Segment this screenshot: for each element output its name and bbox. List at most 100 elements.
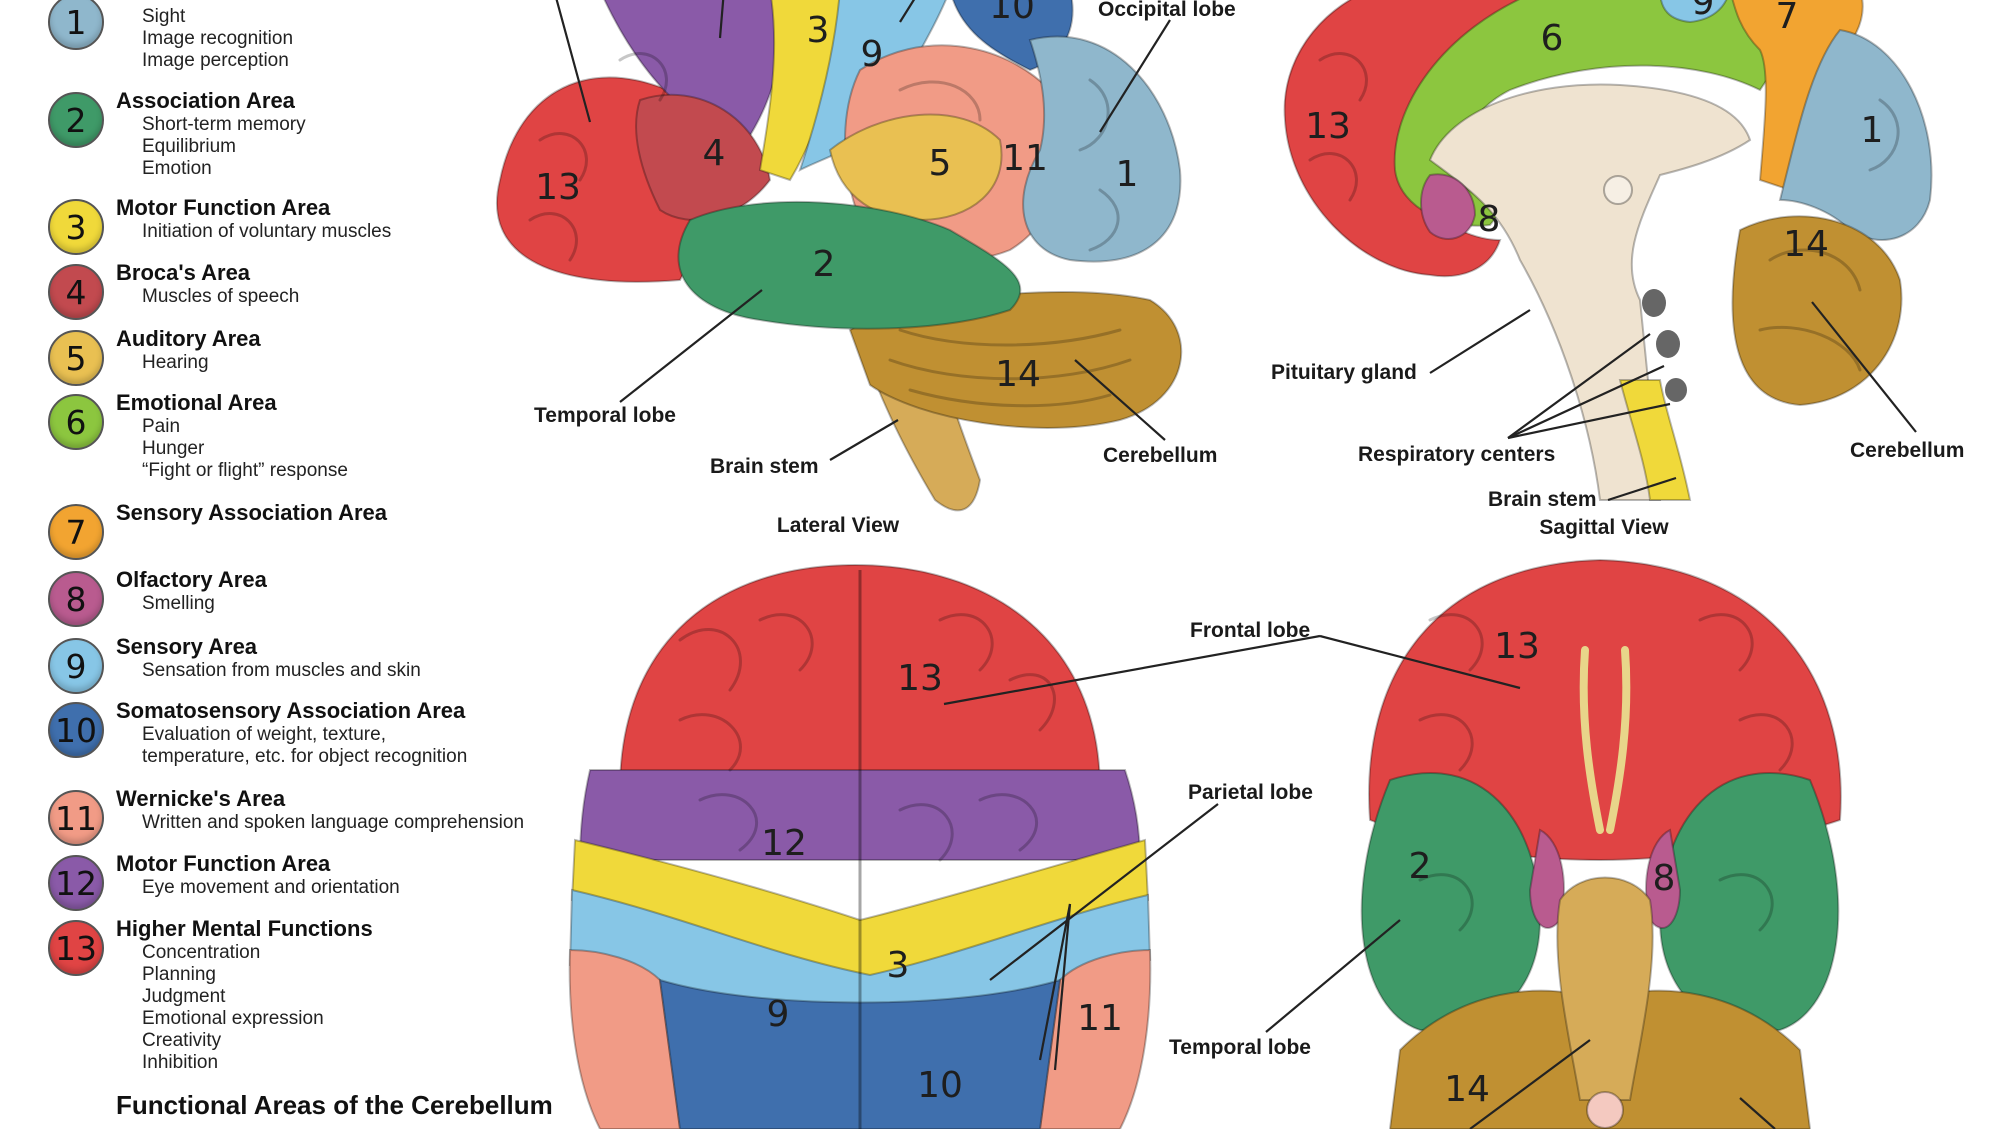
legend-item-description: Eye movement and orientation [142, 877, 400, 899]
leader-line [1507, 333, 1651, 439]
legend-description-line: Inhibition [142, 1052, 219, 1073]
legend-number-badge: 11 [48, 790, 104, 846]
region-number-label: 1 [1116, 154, 1139, 195]
region-number-label: 3 [887, 945, 910, 986]
leader-line [1038, 903, 1072, 1061]
region-number-label: 10 [989, 0, 1035, 27]
legend-description-line: Image perception [142, 50, 289, 71]
legend-item-title: Association Area [116, 88, 295, 113]
sagittal-view-diagram: 13 6 9 7 1 14 8 Pituitary gland Respirat… [1271, 0, 1964, 539]
legend-description-line: Image recognition [142, 28, 294, 49]
legend-item-description: Written and spoken language comprehensio… [142, 812, 524, 834]
legend-description-line: Hearing [142, 352, 209, 373]
legend-description-line: Smelling [142, 593, 215, 614]
sagittal-region-8 [1420, 173, 1477, 240]
legend-number-badge: 1 [48, 0, 104, 50]
label-brain-stem-lateral: Brain stem [710, 455, 819, 478]
legend-description-line: Equilibrium [142, 136, 236, 157]
legend-item-title: Emotional Area [116, 390, 277, 415]
legend-item-description: Muscles of speech [142, 286, 299, 308]
sagittal-corpus [1428, 83, 1752, 501]
region-number-label: 14 [1444, 1069, 1490, 1110]
region-number-label: 2 [1409, 846, 1432, 887]
sagittal-view-caption: Sagittal View [1539, 516, 1669, 539]
label-cerebellum-sagittal: Cerebellum [1850, 439, 1964, 462]
legend-item-title: Somatosensory Association Area [116, 698, 466, 723]
legend-item-description: Initiation of voluntary muscles [142, 221, 391, 243]
label-temporal-lobe-lateral: Temporal lobe [534, 404, 676, 427]
legend-number-badge: 10 [48, 702, 104, 758]
legend-description-line: Initiation of voluntary muscles [142, 221, 392, 242]
region-number-label: 10 [917, 1065, 963, 1106]
leader-line [829, 419, 899, 461]
region-number-label: 5 [929, 143, 952, 184]
region-number-label: 13 [535, 167, 581, 208]
legend-item-title: Higher Mental Functions [116, 916, 373, 941]
region-number-label: 8 [1653, 858, 1676, 899]
region-number-label: 9 [1692, 0, 1715, 23]
legend-description-line: Evaluation of weight, texture, [142, 724, 386, 745]
legend-description-line: Sight [142, 6, 186, 27]
leader-line [943, 634, 1321, 706]
legend-description-line: Emotional expression [142, 1008, 324, 1029]
legend-description-line: Hunger [142, 438, 205, 459]
legend-description-line: Concentration [142, 942, 261, 963]
legend-description-line: Creativity [142, 1030, 222, 1051]
leader-line [1429, 309, 1531, 374]
lateral-region-5 [828, 113, 1003, 222]
legend-item-title: Sensory Area [116, 634, 258, 659]
lateral-view-caption: Lateral View [777, 514, 900, 537]
leader-line [899, 0, 916, 23]
leader-line [718, 0, 725, 39]
leader-line [1607, 476, 1677, 502]
label-occipital-lobe-lateral: Occipital lobe [1098, 0, 1236, 21]
inferior-brain-stem [1556, 876, 1654, 1101]
region-number-label: 8 [1478, 199, 1501, 240]
legend-item-title: Motor Function Area [116, 851, 331, 876]
superior-view-diagram: 13 12 3 9 11 10 [568, 563, 1152, 1129]
legend-item-title: Auditory Area [116, 326, 261, 351]
leader-line [1739, 1097, 1776, 1129]
legend-number-badge: 12 [48, 855, 104, 911]
legend-item-description: Sensation from muscles and skin [142, 660, 421, 682]
sagittal-region-9 [1660, 0, 1728, 24]
region-number-label: 2 [813, 244, 836, 285]
region-number-label: 11 [1077, 998, 1123, 1039]
leader-line [1469, 1039, 1591, 1129]
legend-number-badge: 3 [48, 199, 104, 255]
leader-line [619, 289, 763, 403]
region-number-label: 1 [1861, 110, 1884, 151]
legend-number-badge: 7 [48, 504, 104, 560]
label-parietal-lobe: Parietal lobe [1188, 781, 1313, 804]
leader-line [1507, 402, 1671, 440]
legend-number-badge: 4 [48, 264, 104, 320]
leader-line [1319, 634, 1521, 690]
legend-description-line: Eye movement and orientation [142, 877, 400, 898]
region-number-label: 3 [807, 10, 830, 51]
legend-description-line: Judgment [142, 986, 226, 1007]
legend-description-line: Emotion [142, 158, 212, 179]
region-number-label: 12 [761, 823, 807, 864]
sagittal-region-14 [1731, 215, 1903, 407]
region-number-label: 14 [1783, 224, 1829, 265]
label-temporal-lobe-inferior: Temporal lobe [1169, 1036, 1311, 1059]
legend-item-title: Sensory Association Area [116, 500, 388, 525]
leader-line [1053, 903, 1072, 1071]
legend-description-line: Written and spoken language comprehensio… [142, 812, 525, 833]
superior-region-13 [618, 563, 1102, 791]
legend-item-title: Motor Function Area [116, 195, 331, 220]
legend-item-title: Wernicke's Area [116, 786, 286, 811]
legend-number-badge: 2 [48, 92, 104, 148]
lateral-view-diagram: 13 4 3 9 10 5 11 1 2 14 Occipital lobe T… [495, 0, 1236, 537]
region-number-label: 14 [995, 354, 1041, 395]
region-number-label: 7 [1776, 0, 1799, 37]
legend-description-line: temperature, etc. for object recognition [142, 746, 468, 767]
legend-item-description: Hearing [142, 352, 209, 374]
legend-description-line: “Fight or flight” response [142, 460, 348, 481]
label-frontal-lobe: Frontal lobe [1190, 619, 1310, 642]
